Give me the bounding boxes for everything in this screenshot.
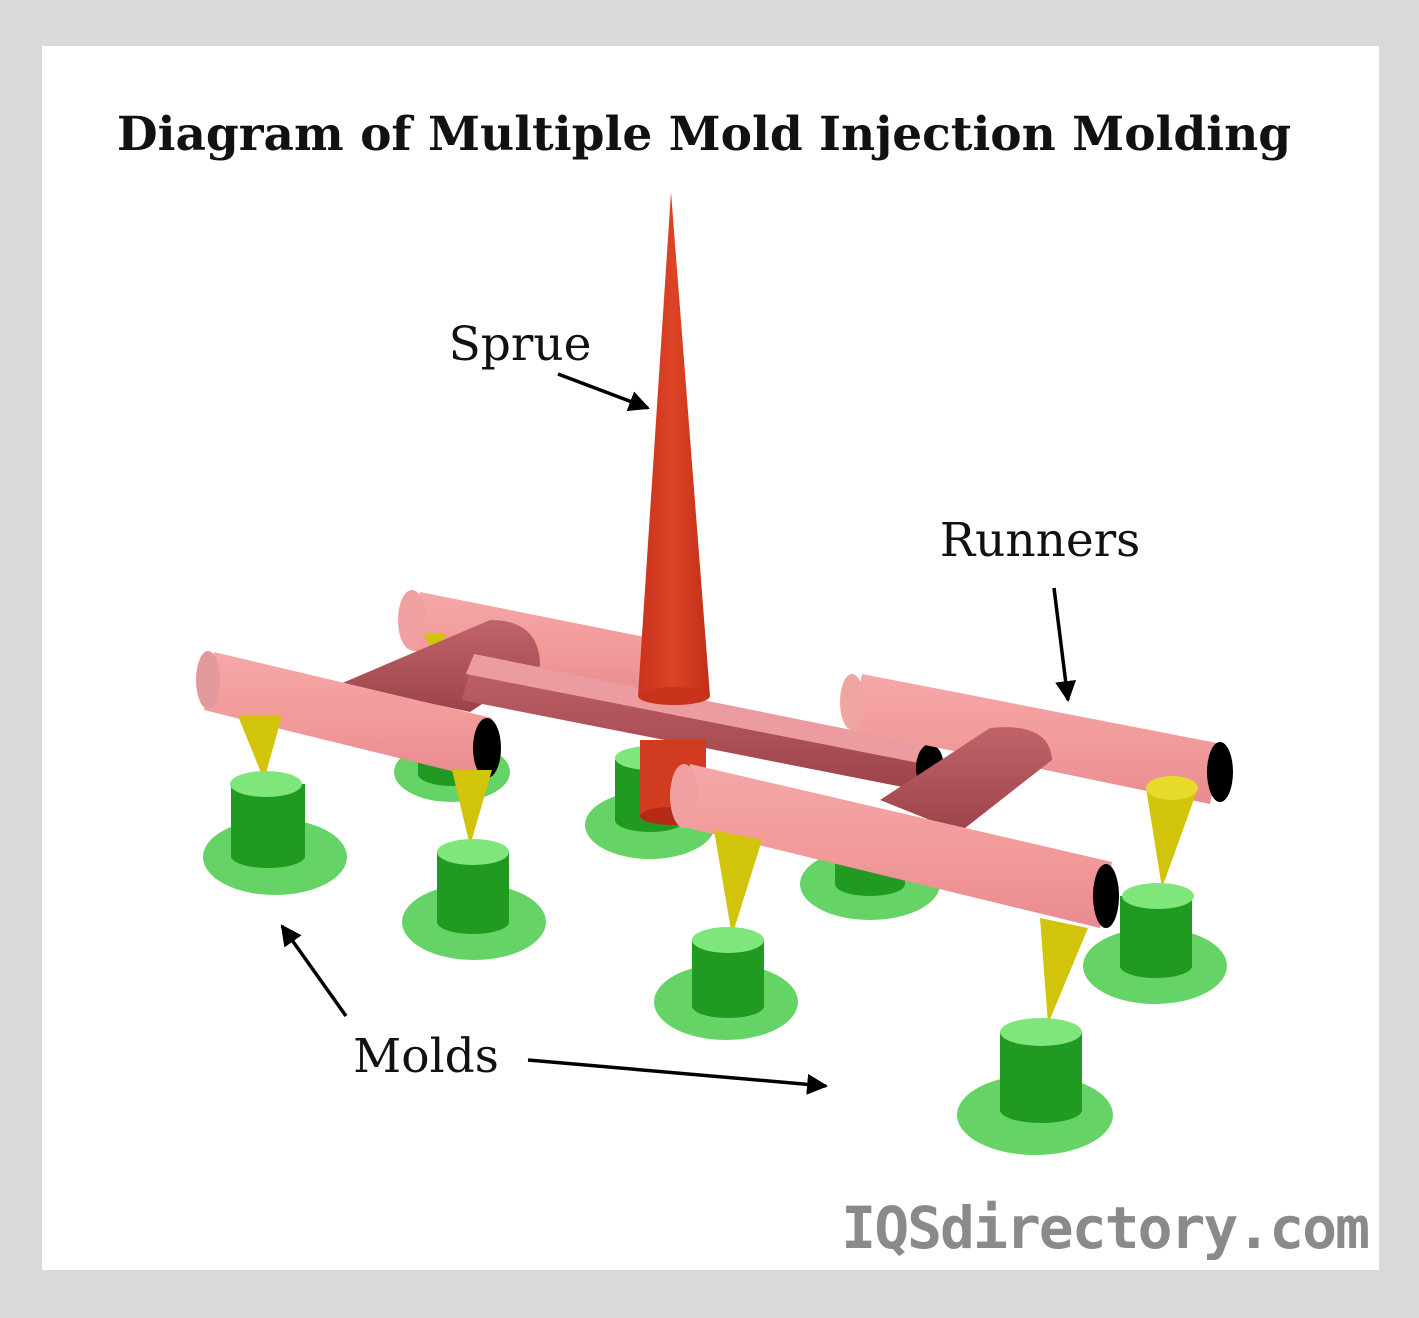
gate: [238, 716, 282, 780]
molds-arrow-left: [280, 924, 348, 1018]
mold: [1083, 883, 1227, 1004]
page-title: Diagram of Multiple Mold Injection Moldi…: [117, 107, 1291, 162]
runners-arrow: [1052, 587, 1077, 703]
mold: [402, 839, 546, 960]
runner: [670, 764, 1119, 928]
mold: [654, 927, 798, 1040]
injection-molding-diagram: Diagram of Multiple Mold Injection Moldi…: [117, 107, 1370, 1262]
mold: [957, 1018, 1113, 1155]
gate: [714, 830, 762, 936]
sprue-label: Sprue: [449, 317, 592, 372]
sprue-arrow: [557, 372, 650, 412]
gate: [452, 770, 492, 846]
runner: [196, 651, 501, 778]
gate: [1146, 776, 1198, 888]
watermark: IQSdirectory.com: [841, 1194, 1368, 1262]
runner-connector: [880, 727, 1052, 832]
molds-arrow-right: [527, 1058, 829, 1095]
gate: [1040, 918, 1088, 1024]
mold: [203, 771, 347, 895]
runners-label: Runners: [940, 513, 1141, 568]
diagram-panel: Diagram of Multiple Mold Injection Moldi…: [42, 46, 1379, 1270]
molds-label: Molds: [353, 1029, 499, 1084]
